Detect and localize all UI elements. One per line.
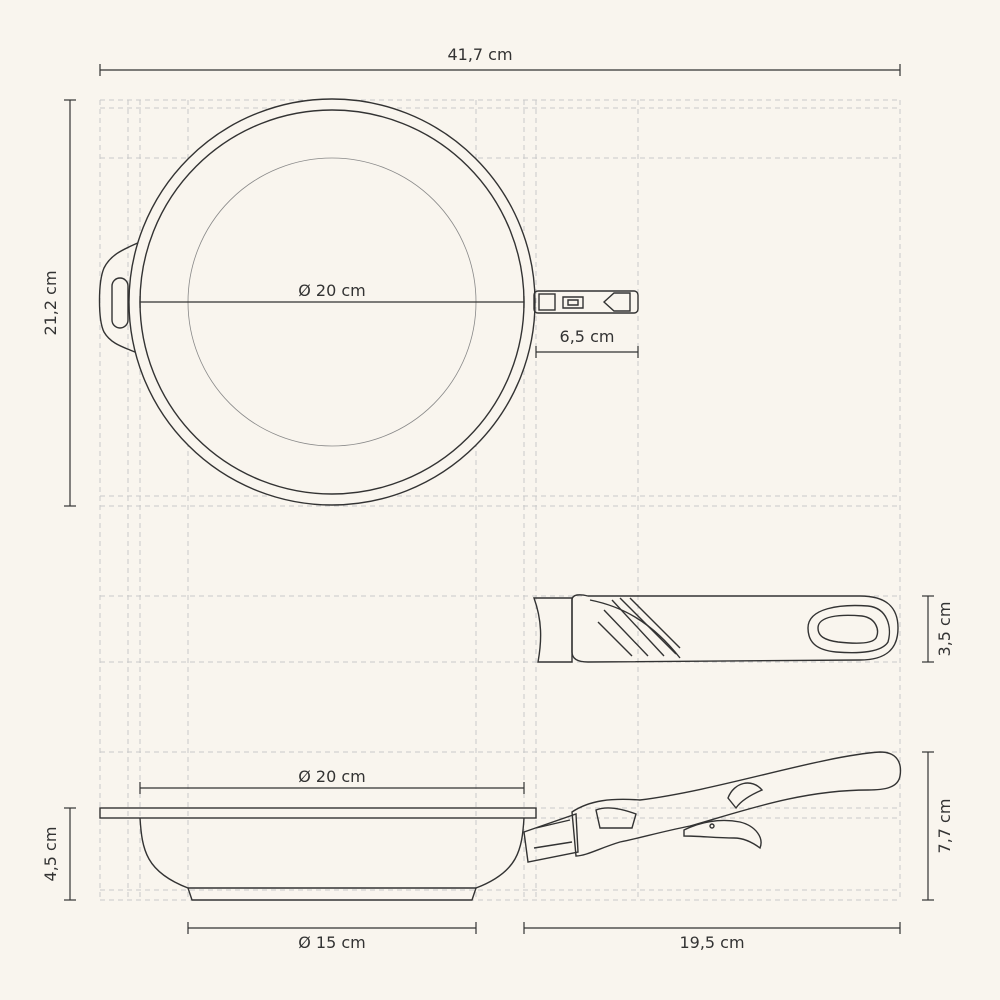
side-rim [99,807,537,819]
handle-lock-square [538,293,556,311]
side-handle [571,751,902,857]
helper-handle-hole [111,277,129,329]
total-height-label: 7,7 cm [935,799,954,854]
overall-dimensions: 41,7 cm 21,2 cm [41,45,901,507]
side-release-lever [727,782,764,810]
handle-length-label: 19,5 cm [679,933,744,952]
height-label: 4,5 cm [41,827,60,882]
top-view: Ø 20 cm 6,5 cm [98,98,639,506]
handle-neck-curve [589,599,681,659]
handle-grip [571,594,899,663]
handle-clip [562,296,584,309]
handle-grip-hatching [597,597,681,657]
handle-top-view: 3,5 cm [533,594,954,663]
handle-arrow [602,292,631,312]
handle-hang-hole-inner [817,614,879,644]
side-base [187,887,477,901]
handle-hang-hole-outer [807,604,891,654]
side-bowl [139,817,525,889]
side-diameter-label: Ø 20 cm [298,767,366,786]
handle-collar [533,597,573,663]
handle-stub [533,290,639,314]
base-diameter-label: Ø 15 cm [298,933,366,952]
handle-attach-label: 6,5 cm [560,327,615,346]
side-release-trigger [683,819,762,850]
side-view: Ø 20 cm 4,5 cm 7,7 cm Ø 15 cm 19,5 cm [41,751,954,952]
handle-width-label: 3,5 cm [935,602,954,657]
total-width-label: 21,2 cm [41,270,60,335]
side-trigger-pin [709,823,715,829]
top-diameter-label: Ø 20 cm [298,281,366,300]
side-bracket [523,813,579,863]
helper-handle [98,239,145,357]
side-handle-clip [595,807,637,829]
total-length-label: 41,7 cm [447,45,512,64]
